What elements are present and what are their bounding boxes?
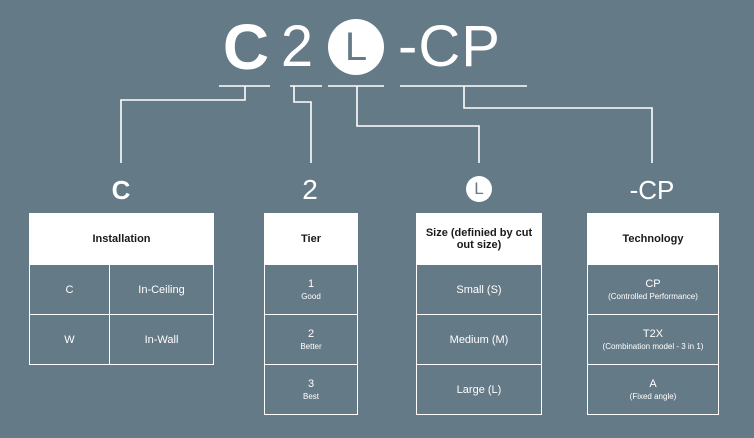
table-cell-desc: In-Ceiling [138, 283, 185, 296]
row-main: Medium (M) [449, 333, 509, 346]
row-sub: (Combination model - 3 in 1) [602, 342, 704, 351]
table-row: C In-Ceiling [30, 264, 213, 314]
table-header: Installation [30, 214, 213, 264]
row-main: 3 [307, 378, 315, 390]
table-cell-code: C [30, 265, 110, 314]
installation-table: Installation C In-Ceiling W In-Wall [29, 213, 214, 365]
connector-l [356, 86, 480, 163]
connector-cp [463, 86, 653, 163]
row-main: Large (L) [456, 383, 502, 396]
column-label-size: L [466, 176, 492, 202]
table-row: W In-Wall [30, 314, 213, 364]
title-code-tier: 2 [280, 14, 314, 79]
size-table: Size (definied by cut out size) Small (S… [416, 213, 542, 415]
row-sub: (Controlled Performance) [608, 292, 698, 301]
column-label-technology: -CP [629, 175, 675, 205]
title-code-technology: -CP [398, 14, 501, 79]
table-row: CP (Controlled Performance) [588, 264, 718, 314]
column-label-tier: 2 [302, 174, 318, 205]
row-sub: (Fixed angle) [629, 392, 677, 401]
table-header: Tier [265, 214, 357, 264]
connector-c [120, 86, 246, 163]
technology-table: Technology CP (Controlled Performance) T… [587, 213, 719, 415]
column-label-installation: C [111, 175, 131, 205]
table-row: Medium (M) [417, 314, 541, 364]
table-row: T2X (Combination model - 3 in 1) [588, 314, 718, 364]
row-main: A [649, 378, 657, 390]
table-row: Large (L) [417, 364, 541, 414]
row-main: CP [645, 278, 661, 290]
tier-table: Tier 1 Good 2 Better 3 Best [264, 213, 358, 415]
table-cell-code: W [30, 315, 110, 364]
table-row: A (Fixed angle) [588, 364, 718, 414]
table-row: 3 Best [265, 364, 357, 414]
table-row: 2 Better [265, 314, 357, 364]
row-main: T2X [642, 328, 664, 340]
table-row: 1 Good [265, 264, 357, 314]
title-code-size: L [328, 19, 384, 75]
connector-2 [293, 86, 312, 163]
table-cell-desc: In-Wall [144, 333, 179, 346]
table-row: Small (S) [417, 264, 541, 314]
row-sub: Best [302, 392, 319, 401]
row-main: 2 [307, 328, 315, 340]
row-main: 1 [307, 278, 315, 290]
row-main: Small (S) [456, 283, 502, 296]
table-header: Technology [588, 214, 718, 264]
row-sub: Good [301, 292, 321, 301]
row-sub: Better [300, 342, 322, 351]
table-header: Size (definied by cut out size) [417, 214, 541, 264]
title-code-installation: C [222, 11, 270, 83]
